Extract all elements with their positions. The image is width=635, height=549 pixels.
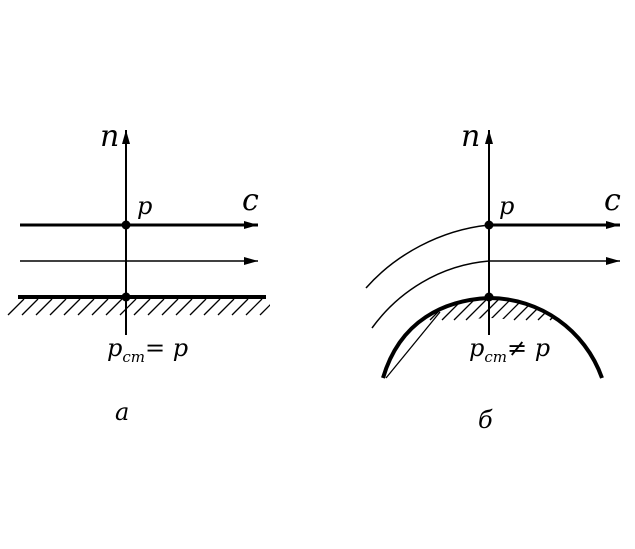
hatch-stroke xyxy=(231,299,249,316)
hatch-stroke xyxy=(133,299,151,316)
panel-b-streamline-upper-curve xyxy=(365,224,490,289)
hatch-stroke xyxy=(441,298,473,321)
panel-a-point-wall xyxy=(121,292,131,302)
hatch-stroke xyxy=(21,299,39,316)
hatch-stroke xyxy=(245,299,263,316)
panel-b-curved-wall xyxy=(381,295,604,379)
panel-b-velocity-label: c xyxy=(604,183,621,218)
panel-b-wall-hatching xyxy=(383,290,635,321)
hatch-stroke xyxy=(35,299,53,316)
hatch-stroke xyxy=(561,298,593,321)
panel-a-caption: а xyxy=(115,398,129,426)
panel-b-wall-long-hatch xyxy=(385,311,441,379)
panel-a: n p c pст= p а xyxy=(7,119,270,426)
hatch-stroke xyxy=(453,298,485,321)
hatch-stroke xyxy=(585,298,602,321)
hatch-stroke xyxy=(7,299,25,316)
hatch-stroke xyxy=(105,299,123,316)
hatch-stroke xyxy=(513,298,545,321)
panel-b-point-wall xyxy=(484,292,494,302)
hatch-stroke xyxy=(175,299,193,316)
hatch-stroke xyxy=(63,299,81,316)
panel-b-streamline-lower-curve xyxy=(371,260,490,329)
hatch-stroke xyxy=(203,299,221,316)
hatch-stroke xyxy=(501,298,533,321)
panel-a-axis-label: n xyxy=(100,119,119,154)
panel-b-wall-pressure-label: pст≠ p xyxy=(469,334,550,366)
panel-b: n p c pст≠ p б xyxy=(365,119,635,434)
hatch-stroke xyxy=(119,299,137,316)
hatch-stroke xyxy=(147,299,165,316)
hatch-stroke xyxy=(383,298,401,321)
hatch-stroke xyxy=(91,299,109,316)
panel-b-pressure-label: p xyxy=(499,192,514,220)
hatch-stroke xyxy=(573,298,602,321)
hatch-stroke xyxy=(610,290,635,320)
hatch-stroke xyxy=(49,299,67,316)
panel-a-wall-pressure-label: pст= p xyxy=(107,334,188,366)
panel-a-pressure-label: p xyxy=(137,192,152,220)
panel-b-caption: б xyxy=(478,406,493,434)
hatch-stroke xyxy=(259,304,270,316)
hatch-stroke xyxy=(417,298,449,321)
hatch-stroke xyxy=(597,298,602,321)
panel-b-point-upper xyxy=(484,220,494,230)
hatch-stroke xyxy=(77,299,95,316)
hatch-stroke xyxy=(383,298,413,321)
hatch-stroke xyxy=(393,298,425,321)
panel-b-axis-label: n xyxy=(461,119,480,154)
hatch-stroke xyxy=(465,298,497,321)
hatch-stroke xyxy=(477,298,509,321)
hatch-stroke xyxy=(217,299,235,316)
hatch-stroke xyxy=(489,298,521,321)
hatch-stroke xyxy=(161,299,179,316)
panel-a-velocity-label: c xyxy=(242,183,259,218)
hatch-stroke xyxy=(189,299,207,316)
panel-a-point-upper xyxy=(121,220,131,230)
panel-a-wall-hatching xyxy=(7,299,270,316)
